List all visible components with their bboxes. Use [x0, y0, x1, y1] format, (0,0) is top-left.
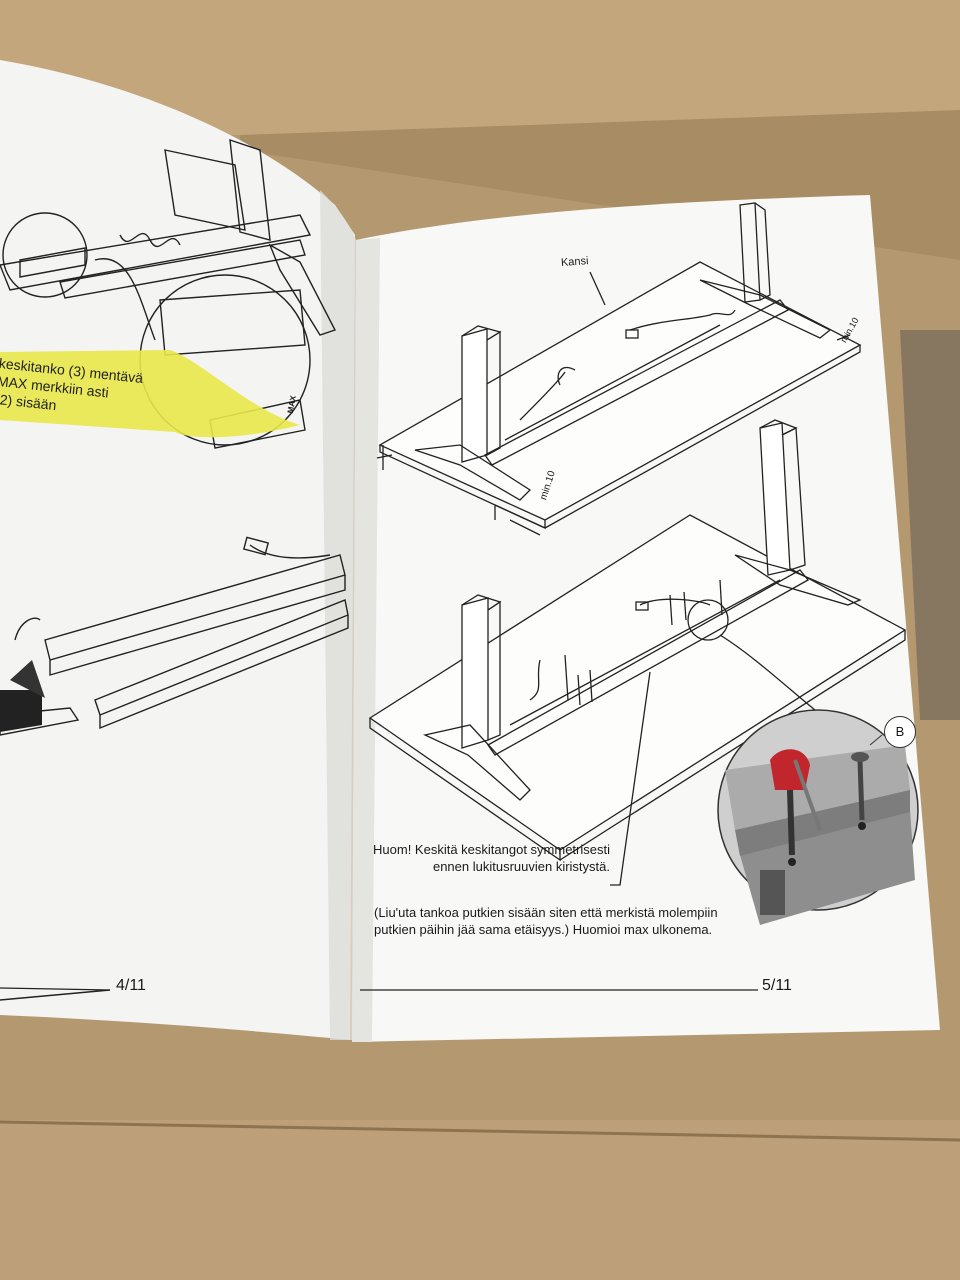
- dark-object-right: [900, 330, 960, 720]
- left-assembly-drawing: [0, 138, 349, 1001]
- desk-top-drawing: [368, 202, 907, 886]
- note-sub: (Liu'uta tankoa putkien sisään siten ett…: [374, 905, 718, 937]
- detail-circle-b: [717, 709, 919, 925]
- detail-callout-b: B: [884, 716, 916, 748]
- dark-arrow: [0, 690, 42, 732]
- cardboard-bottom: [0, 1120, 960, 1280]
- yellow-highlight: [0, 350, 300, 438]
- left-footer-line: [0, 987, 111, 991]
- kansi-label: Kansi: [560, 255, 589, 269]
- left-page: [0, 60, 355, 1040]
- page-number-left: 4/11: [116, 977, 146, 994]
- note-main: Huom! Keskitä keskitangot symmetrisesti …: [373, 842, 610, 874]
- page-number-right: 5/11: [762, 977, 792, 994]
